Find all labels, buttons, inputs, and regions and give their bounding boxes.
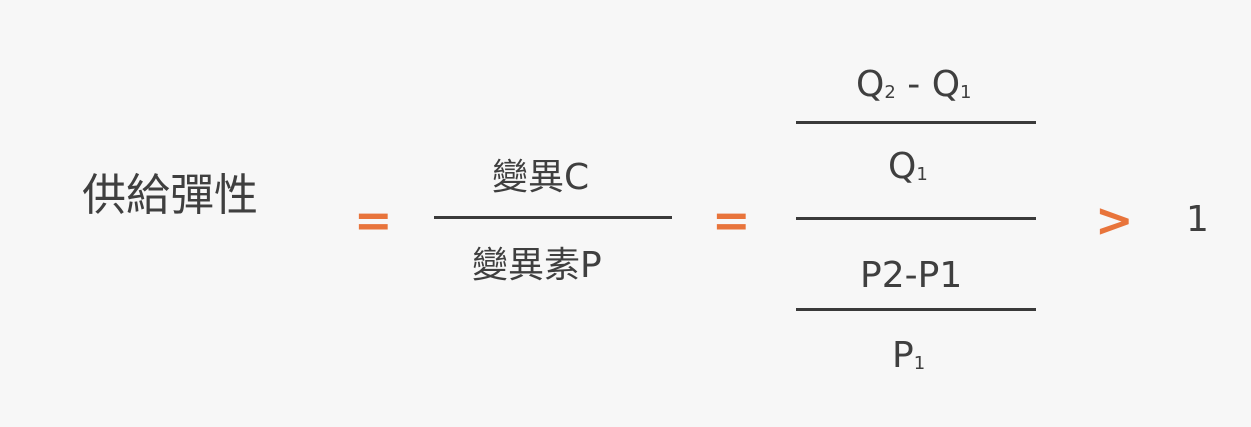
bottom-fraction-bar [796, 308, 1036, 311]
q-symbol: Q [888, 146, 917, 187]
greater-than-sign: > [1095, 193, 1134, 247]
equals-sign-2: = [712, 193, 751, 247]
fraction-1-denominator: 變異素P [472, 245, 602, 286]
q2-symbol: Q [856, 64, 885, 105]
q1-symbol: Q [931, 64, 961, 105]
top-denominator: Q1 [888, 149, 928, 185]
comparison-value: 1 [1186, 199, 1209, 240]
q2-subscript: 2 [884, 81, 896, 103]
formula-label: 供給彈性 [82, 170, 258, 221]
top-fraction-bar [796, 121, 1036, 124]
top-numerator: Q2 - Q1 [856, 67, 971, 103]
fraction-1-numerator: 變異C [492, 157, 590, 198]
q1-subscript: 1 [960, 81, 972, 103]
minus-sign: - [895, 64, 932, 105]
fraction-2: Q2 - Q1 Q1 P2-P1 P1 [796, 62, 1036, 382]
fraction-1-bar [434, 216, 672, 219]
bottom-numerator: P2-P1 [860, 255, 963, 296]
q-subscript: 1 [916, 163, 928, 185]
fraction-1: 變異C 變異素P [434, 154, 672, 290]
main-fraction-bar [796, 217, 1036, 220]
equals-sign-1: = [354, 193, 393, 247]
p-symbol: P [892, 335, 914, 376]
p-subscript: 1 [913, 352, 926, 374]
bottom-denominator: P1 [892, 338, 925, 374]
